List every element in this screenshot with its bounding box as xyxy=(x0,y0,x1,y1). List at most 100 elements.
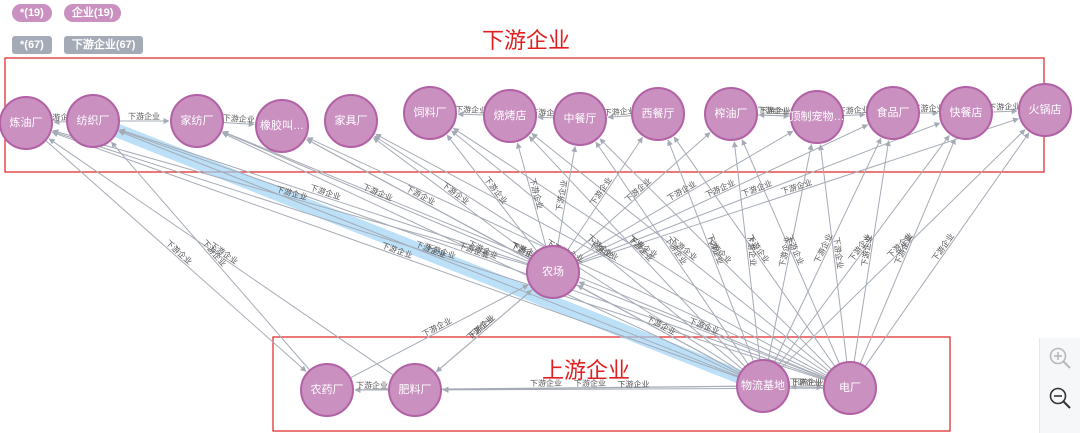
node-n9[interactable]: 西餐厅 xyxy=(631,87,685,141)
node-circle[interactable] xyxy=(939,86,993,140)
node-circle[interactable] xyxy=(823,361,877,415)
relationship-edge[interactable] xyxy=(853,140,891,363)
node-circle[interactable] xyxy=(255,99,309,153)
node-n10[interactable]: 榨油厂 xyxy=(704,87,758,141)
relationship-edge[interactable] xyxy=(48,138,394,376)
node-n3[interactable]: 家纺厂 xyxy=(170,94,224,148)
relationship-edge[interactable] xyxy=(991,108,1018,115)
relationship-edge[interactable] xyxy=(375,133,828,377)
node-n7[interactable]: 烧烤店 xyxy=(483,89,537,143)
relationship-edge[interactable] xyxy=(118,130,740,377)
node-circle[interactable] xyxy=(790,90,844,144)
node-n6[interactable]: 饲料厂 xyxy=(403,86,457,140)
relationship-edge[interactable] xyxy=(781,129,1026,369)
relationship-edge[interactable] xyxy=(575,130,794,260)
rel-type-downstream-pill[interactable]: 下游企业(67) xyxy=(63,36,144,54)
node-n19[interactable]: 电厂 xyxy=(823,361,877,415)
relationship-edge[interactable] xyxy=(372,137,533,257)
relationship-edge[interactable] xyxy=(451,130,744,370)
relationship-edge[interactable] xyxy=(537,114,555,121)
relationship-edge[interactable] xyxy=(51,131,739,378)
relationship-edge[interactable] xyxy=(572,132,711,256)
node-circle[interactable] xyxy=(0,96,53,150)
relationship-edge[interactable] xyxy=(818,144,848,363)
relationship-edge[interactable] xyxy=(557,145,578,247)
relationship-edge[interactable] xyxy=(528,135,746,368)
relationship-label: 下游企业 xyxy=(913,103,945,113)
relationship-edge[interactable] xyxy=(731,141,761,361)
relationship-edge[interactable] xyxy=(435,288,534,373)
node-n18[interactable]: 物流基地 xyxy=(736,359,790,413)
zoom-out-button[interactable] xyxy=(1040,378,1080,418)
node-n5[interactable]: 家具厂 xyxy=(324,94,378,148)
relationship-edge[interactable] xyxy=(842,111,866,118)
relationship-edge[interactable] xyxy=(578,281,826,380)
relationship-edge[interactable] xyxy=(859,138,956,365)
relationship-edge[interactable] xyxy=(452,127,829,375)
relationship-edge[interactable] xyxy=(457,111,485,118)
node-circle[interactable] xyxy=(170,94,224,148)
node-n8[interactable]: 中餐厅 xyxy=(553,92,607,146)
node-n4[interactable]: 橡胶叫… xyxy=(255,99,309,153)
relationship-edge[interactable] xyxy=(52,129,529,266)
relationship-edge[interactable] xyxy=(673,136,836,367)
relationship-edge[interactable] xyxy=(741,139,841,365)
rel-type-all-pill[interactable]: *(67) xyxy=(12,36,52,54)
node-n1[interactable]: 炼油厂 xyxy=(0,96,53,150)
node-circle[interactable] xyxy=(388,363,442,417)
relationship-edge[interactable] xyxy=(110,141,311,371)
relationship-edge[interactable] xyxy=(595,141,749,365)
relationship-edge[interactable] xyxy=(773,137,882,363)
relationship-edge[interactable] xyxy=(667,139,755,362)
relationship-edge[interactable] xyxy=(446,134,538,252)
relationship-edge[interactable] xyxy=(52,130,826,381)
relationship-edge[interactable] xyxy=(119,128,529,265)
relationship-edge[interactable] xyxy=(566,136,643,251)
node-circle[interactable] xyxy=(866,86,920,140)
relationship-label: 下游企业 xyxy=(759,105,791,116)
node-circle[interactable] xyxy=(483,89,537,143)
relationship-edge[interactable] xyxy=(577,284,741,375)
relationship-edge[interactable] xyxy=(790,383,825,390)
relationship-edge[interactable] xyxy=(577,117,1019,265)
node-n14[interactable]: 火锅店 xyxy=(1018,83,1072,137)
relationship-edge[interactable] xyxy=(222,131,530,263)
relationship-label: 下游企业 xyxy=(588,175,614,207)
relationship-edge[interactable] xyxy=(577,122,941,264)
relationship-edge[interactable] xyxy=(45,139,307,372)
node-circle[interactable] xyxy=(66,94,120,148)
node-circle[interactable] xyxy=(736,359,790,413)
relationship-edge[interactable] xyxy=(222,130,827,379)
relationship-edge[interactable] xyxy=(515,142,547,248)
relationship-edge[interactable] xyxy=(531,133,831,373)
node-n12[interactable]: 食品厂 xyxy=(866,86,920,140)
node-circle[interactable] xyxy=(704,87,758,141)
node-type-all-pill[interactable]: *(19) xyxy=(12,4,52,22)
node-n2[interactable]: 纺织厂 xyxy=(66,94,120,148)
node-circle[interactable] xyxy=(631,87,685,141)
relationship-edge[interactable] xyxy=(221,132,740,376)
node-n17[interactable]: 肥料厂 xyxy=(388,363,442,417)
relationship-edge[interactable] xyxy=(118,129,826,380)
node-circle[interactable] xyxy=(1018,83,1072,137)
relationship-label: 下游企业 xyxy=(455,104,487,115)
relationship-edge[interactable] xyxy=(607,113,633,120)
node-type-enterprise-pill[interactable]: 企业(19) xyxy=(63,4,122,22)
node-circle[interactable] xyxy=(403,86,457,140)
node-n15[interactable]: 农场 xyxy=(526,245,580,299)
node-n16[interactable]: 农药厂 xyxy=(300,363,354,417)
node-circle[interactable] xyxy=(324,94,378,148)
relationship-edge[interactable] xyxy=(349,284,529,379)
relationship-edge[interactable] xyxy=(599,138,832,371)
zoom-in-button[interactable] xyxy=(1040,338,1080,378)
relationship-edge[interactable] xyxy=(758,112,792,119)
relationship-edge[interactable] xyxy=(767,143,814,361)
relationship-edge[interactable] xyxy=(222,121,255,128)
node-n11[interactable]: 顶制宠物… xyxy=(790,90,845,144)
node-circle[interactable] xyxy=(553,92,607,146)
relationship-edge[interactable] xyxy=(864,132,1030,368)
node-circle[interactable] xyxy=(526,245,580,299)
node-n13[interactable]: 快餐店 xyxy=(939,86,993,140)
node-circle[interactable] xyxy=(300,363,354,417)
